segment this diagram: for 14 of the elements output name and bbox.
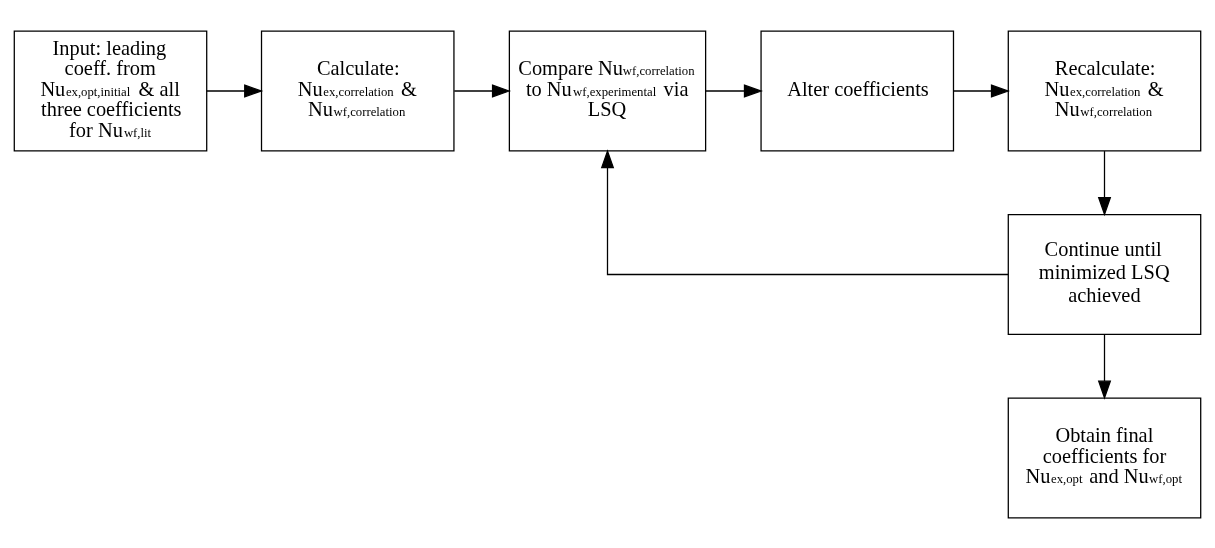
arrow (206, 83, 264, 98)
arrow (705, 83, 763, 98)
arrow (1097, 149, 1112, 216)
arrow (952, 83, 1010, 98)
node-box: Calculate: Nuex,correlation & Nuwf,correlation (260, 29, 455, 152)
arrow (600, 148, 1009, 275)
node-box: Alter coefficients (760, 29, 955, 152)
node-box: Compare Nuwf,correlation to Nuwf,experimental via LSQ (508, 29, 707, 152)
node-box: Input: leading coeff. from Nuex,opt,initial & all three coefficients for Nuwf,lit (13, 29, 208, 152)
node-box: Continue until minimized LSQ achieved (1007, 213, 1202, 335)
node-box: Recalculate: Nuex,correlation & Nuwf,correlation (1007, 29, 1202, 152)
node-box: Obtain final coefficients for Nuex,opt and Nuwf,opt (1007, 396, 1202, 519)
arrow (453, 83, 512, 98)
arrow (1097, 333, 1112, 400)
